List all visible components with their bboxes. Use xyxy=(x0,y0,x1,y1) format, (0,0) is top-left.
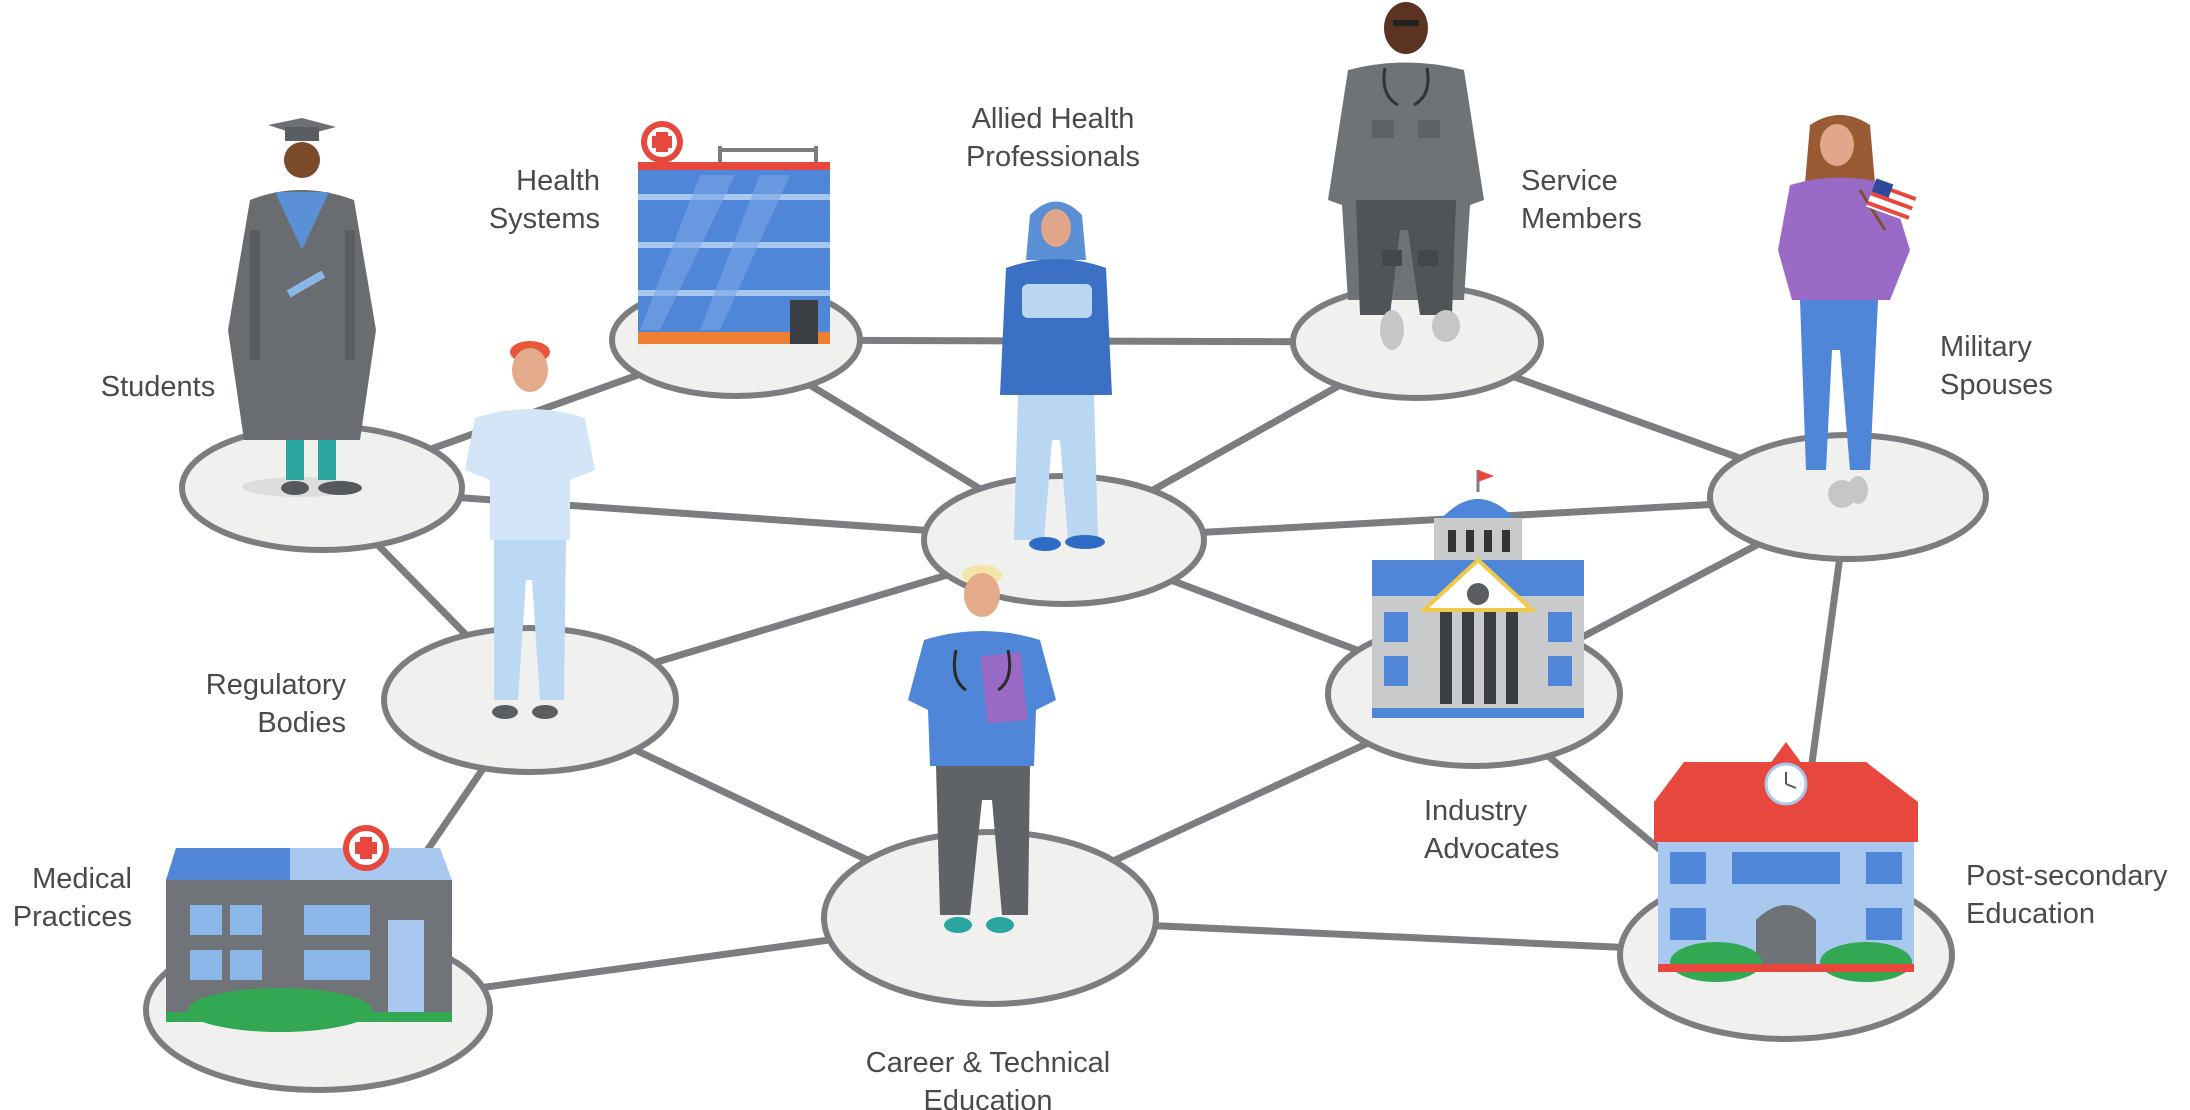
uniformed-service-member-figure xyxy=(1328,2,1484,350)
clinician-with-folder-figure xyxy=(908,565,1056,933)
hospital-building-figure xyxy=(638,121,830,344)
label-allied-health-line-1: Allied Health xyxy=(972,103,1135,135)
clinic-building-figure xyxy=(166,825,452,1032)
label-military-spouses-line-2: Spouses xyxy=(1940,369,2053,401)
label-post-secondary-line-2: Education xyxy=(1966,898,2095,930)
node-regulatory-bodies xyxy=(381,625,679,775)
label-military-spouses-line-1: Military xyxy=(1940,331,2032,363)
label-industry-advocates-line-1: Industry xyxy=(1424,795,1528,827)
government-building-figure xyxy=(1372,470,1584,718)
label-career-technical-line-1: Career & Technical xyxy=(866,1047,1110,1079)
label-regulatory-bodies-line-1: Regulatory xyxy=(206,669,347,701)
label-medical-practices-line-1: Medical xyxy=(32,863,132,895)
label-students-line-1: Students xyxy=(101,371,215,403)
node-service-members xyxy=(1290,283,1544,401)
node-career-technical xyxy=(821,829,1159,1007)
label-health-systems-line-1: Health xyxy=(516,165,600,197)
figures-layer xyxy=(166,2,1918,1032)
node-center xyxy=(921,473,1207,607)
nurse-in-scrubs-figure xyxy=(465,341,595,719)
graduate-person-figure xyxy=(228,118,376,497)
label-service-members-line-1: Service xyxy=(1521,165,1618,197)
label-regulatory-bodies-line-2: Bodies xyxy=(257,707,346,739)
hijab-health-professional-figure xyxy=(1000,201,1112,551)
label-medical-practices-line-2: Practices xyxy=(13,901,132,933)
school-building-figure xyxy=(1654,742,1918,982)
label-career-technical-line-2: Education xyxy=(924,1085,1053,1110)
label-health-systems-line-2: Systems xyxy=(489,203,600,235)
label-students: Students xyxy=(101,371,215,403)
label-allied-health-line-2: Professionals xyxy=(966,141,1140,173)
label-industry-advocates-line-2: Advocates xyxy=(1424,833,1559,865)
woman-with-flag-figure xyxy=(1778,115,1918,508)
label-post-secondary-line-1: Post-secondary xyxy=(1966,860,2168,892)
label-service-members-line-2: Members xyxy=(1521,203,1642,235)
